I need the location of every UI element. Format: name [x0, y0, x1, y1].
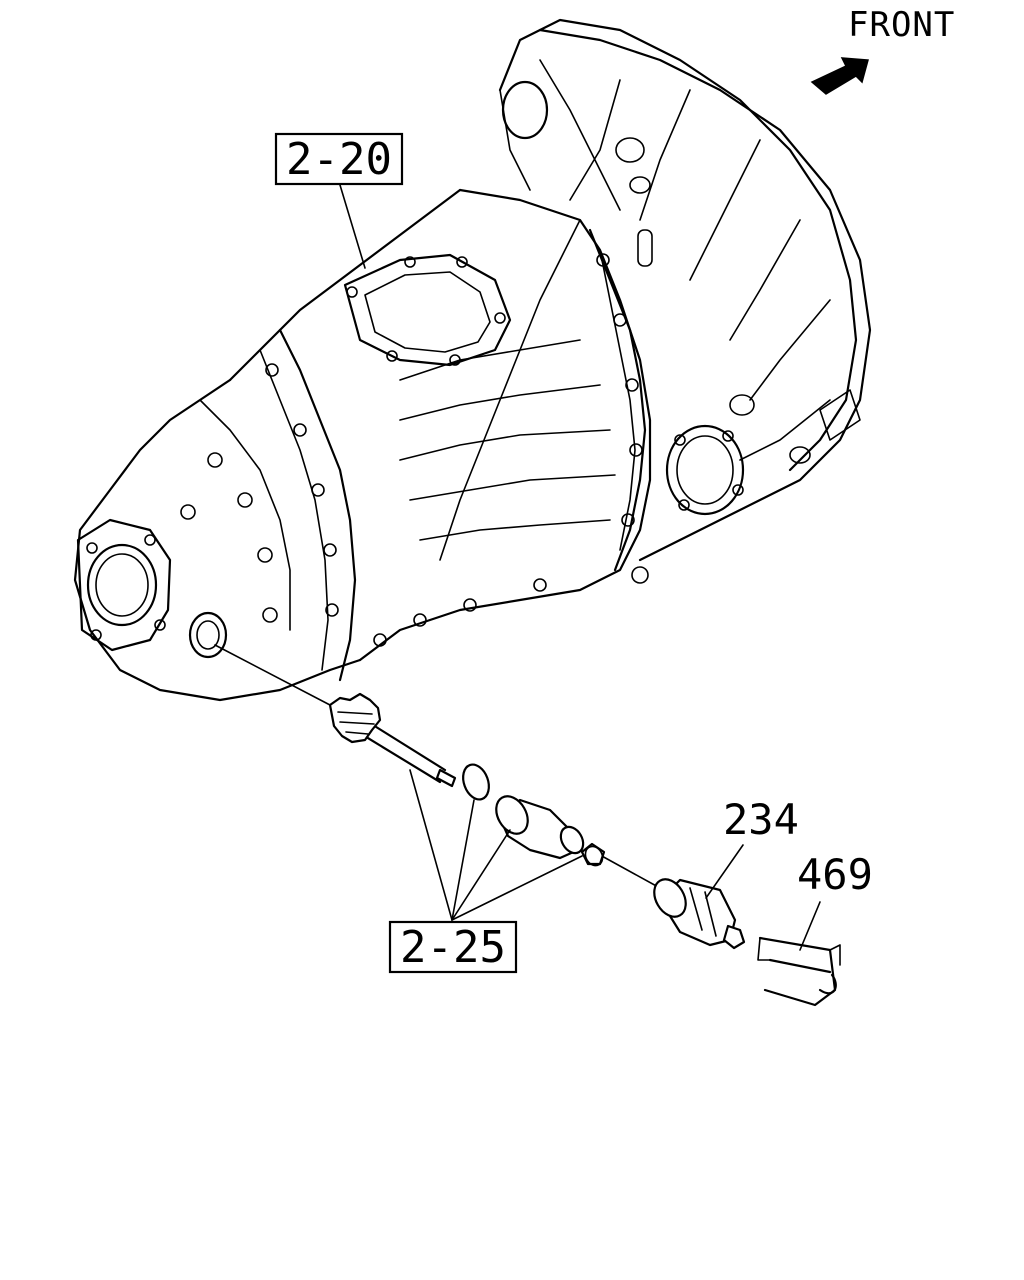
sleeve	[495, 795, 585, 860]
front-label: FRONT	[848, 5, 955, 45]
o-ring	[462, 763, 490, 801]
retaining-clip	[757, 936, 841, 1007]
reference-2-20-label: 2-20	[286, 134, 392, 185]
main-case-outline	[358, 188, 652, 662]
leader-lines	[339, 184, 821, 951]
speedometer-port	[188, 611, 228, 659]
reference-2-20[interactable]: 2-20	[274, 132, 404, 186]
rear-extension-outline	[73, 378, 362, 702]
front-indicator: FRONT	[810, 5, 955, 95]
transmission-housing	[73, 18, 872, 702]
bushing	[580, 842, 606, 867]
arrow-icon	[810, 57, 869, 95]
speed-sensor	[653, 878, 746, 950]
assembly-axis-line-2	[599, 854, 661, 889]
reference-2-25[interactable]: 2-25	[388, 920, 518, 974]
bell-housing-outline	[538, 28, 872, 562]
assembly-axis-line	[214, 644, 331, 706]
bell-housing-rim	[498, 18, 858, 472]
reference-2-25-label: 2-25	[400, 922, 506, 973]
callout-469[interactable]: 469	[797, 850, 873, 899]
callout-234[interactable]: 234	[723, 795, 799, 844]
speedometer-drive-parts	[214, 644, 841, 1007]
driven-gear	[328, 692, 457, 788]
top-cover-flange	[343, 253, 512, 367]
